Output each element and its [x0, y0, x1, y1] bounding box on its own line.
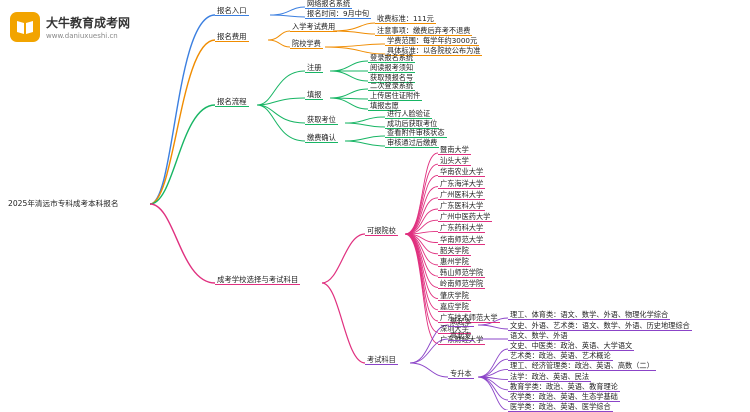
pay-item: 审核通过后缴费 [385, 138, 440, 148]
obtain-node: 获取考位 [305, 115, 338, 125]
link-root-entry [149, 14, 216, 205]
zhuanshengben-item: 医学类：政治、英语、医学综合 [508, 402, 613, 412]
tuition-item: 学费范围：每学年约3000元 [385, 36, 480, 46]
school-item: 广东海洋大学 [438, 178, 486, 189]
zhuanshengben-item: 文史、中医类：政治、英语、大学语文 [508, 341, 635, 351]
schools-node: 可报院校 [365, 226, 398, 236]
pay-item: 查看附件审核状态 [385, 128, 447, 138]
school-item: 华南师范大学 [438, 234, 486, 245]
zhuanshengben-link [477, 376, 509, 401]
school-item: 嘉应学院 [438, 301, 471, 312]
entry-item: 报名时间：9月中旬 [305, 9, 372, 19]
fill-item: 二次登录系统 [368, 81, 416, 91]
link-root-fee [149, 39, 216, 205]
school-item: 广东药科大学 [438, 223, 486, 234]
exam-fee-item: 注意事项：缴费后弃考不退费 [375, 26, 473, 36]
section-entry: 报名入口 [215, 6, 249, 16]
zhuanshengben-item: 农学类：政治、英语、生态学基础 [508, 392, 620, 402]
school-link [404, 233, 439, 344]
school-item: 华南农业大学 [438, 167, 486, 178]
school-item: 暨南大学 [438, 145, 471, 155]
gaoqiben-item: 理工、体育类：语文、数学、外语、物理化学综合 [508, 310, 671, 320]
school-item: 深圳大学 [438, 324, 471, 335]
obtain-item: 成功后获取考位 [385, 119, 440, 129]
gaoqizhuan-item: 语文、数学、外语 [508, 331, 570, 341]
exam-fee-item: 收费标准：111元 [375, 14, 436, 24]
site-logo[interactable]: 大牛教育成考网 www.daniuxueshi.cn [10, 10, 150, 50]
zhuanshengben-node: 专升本 [448, 369, 474, 379]
school-item: 韩山师范学院 [438, 268, 486, 279]
section-fee: 报名费用 [215, 32, 249, 42]
zhuanshengben-item: 教育学类：政治、英语、教育理论 [508, 381, 620, 392]
school-item: 广东财经大学 [438, 335, 486, 346]
school-item: 广州医科大学 [438, 189, 486, 200]
subjects-node: 考试科目 [365, 355, 398, 365]
register-item: 登录报名系统 [368, 53, 416, 63]
pay-node: 缴费确认 [305, 133, 338, 143]
gaoqiben-node: 高起本 [448, 317, 474, 327]
logo-title: 大牛教育成考网 [46, 16, 131, 30]
section-schools-subjects: 成考学校选择与考试科目 [215, 275, 301, 285]
school-item: 广东技术师范大学 [438, 313, 500, 323]
school-item: 肇庆学院 [438, 290, 471, 301]
book-icon [10, 12, 40, 42]
school-link [404, 233, 439, 266]
link-root-schools [149, 203, 216, 284]
gaoqizhuan-node: 高起专 [448, 331, 474, 341]
register-node: 注册 [305, 63, 324, 73]
fill-node: 填报 [305, 90, 324, 100]
tuition-node: 院校学费 [290, 39, 323, 49]
obtain-item: 进行人脸验证 [385, 109, 433, 119]
zhuanshengben-link [477, 348, 509, 378]
school-link [404, 186, 439, 235]
logo-subtitle: www.daniuxueshi.cn [46, 32, 118, 40]
school-link [404, 152, 439, 235]
zhuanshengben-link [477, 376, 509, 410]
zhuanshengben-item: 艺术类：政治、英语、艺术概论 [508, 351, 613, 362]
register-item: 获取预报名号 [368, 73, 416, 83]
school-item: 汕头大学 [438, 156, 471, 167]
school-item: 惠州学院 [438, 257, 471, 267]
fill-item: 上传居住证附件 [368, 91, 423, 101]
gaoqiben-item: 文史、外语、艺术类：语文、数学、外语、历史地理综合 [508, 321, 692, 331]
school-item: 广东医科大学 [438, 201, 486, 211]
school-item: 岭南师范学院 [438, 279, 486, 290]
exam-fee-node: 入学考试费用 [290, 22, 338, 32]
section-process: 报名流程 [215, 97, 249, 107]
zhuanshengben-link [477, 376, 509, 391]
school-link [404, 208, 439, 235]
root-topic: 2025年清远市专科成考本科报名 [8, 199, 119, 208]
register-item: 阅读报考须知 [368, 63, 416, 73]
tuition-item: 具体标准：以各院校公布为准 [385, 46, 483, 56]
zhuanshengben-item: 理工、经济管理类：政治、英语、高数（二） [508, 361, 656, 372]
school-item: 韶关学院 [438, 245, 471, 256]
zhuanshengben-item: 法学：政治、英语、民法 [508, 371, 592, 382]
entry-item: 网络报名系统 [305, 0, 353, 9]
fill-item: 填报志愿 [368, 101, 401, 111]
link-root-process [149, 104, 216, 205]
school-item: 广州中医药大学 [438, 212, 493, 223]
